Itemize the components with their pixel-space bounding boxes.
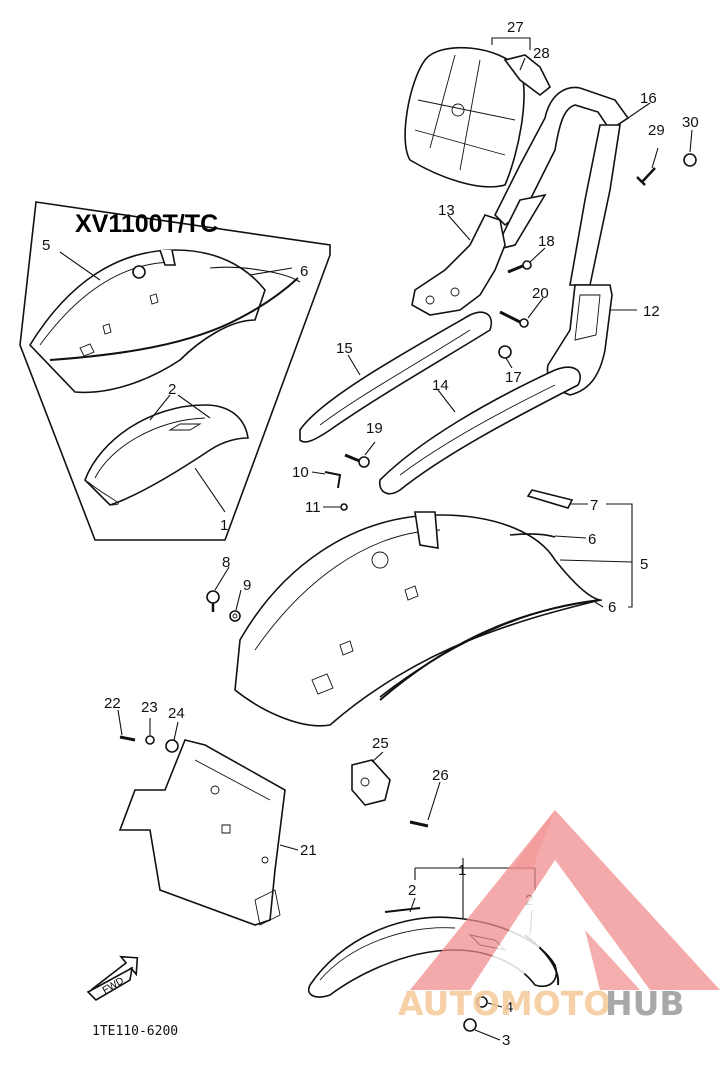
part-number-2-left: 2	[408, 882, 416, 899]
part-number-22: 22	[104, 695, 121, 712]
washer-9	[229, 610, 241, 622]
inner-flap-21	[118, 739, 286, 926]
part-number-30: 30	[682, 114, 699, 131]
rear-fender-5	[234, 511, 601, 727]
nut-17	[498, 345, 512, 359]
bolt-22	[119, 735, 136, 742]
part-number-23: 23	[141, 699, 158, 716]
clip-11	[340, 503, 348, 511]
emblem-7	[526, 489, 574, 509]
part-number-6-lower: 6	[608, 599, 616, 616]
trim-strip-6-lower	[379, 599, 603, 698]
part-number-4: 4	[505, 999, 513, 1016]
part-number-21: 21	[300, 842, 317, 859]
watermark-text-part1: AUTOMOTO	[398, 984, 611, 1023]
bolt-3	[463, 1018, 477, 1032]
part-number-28: 28	[533, 45, 550, 62]
bolt-29	[636, 167, 656, 186]
part-number-14: 14	[432, 377, 449, 394]
part-number-labels: 1 2 2 3 4 5 6 6 7 8 9 10 11 12 13 14 15 …	[104, 19, 699, 1049]
backrest-stay-15	[299, 311, 492, 443]
nut-30	[683, 153, 697, 167]
bolt-19	[344, 453, 370, 468]
catalog-code: 1TE110-6200	[92, 1024, 178, 1039]
part-number-13: 13	[438, 202, 455, 219]
part-number-5: 5	[640, 556, 648, 573]
bolt-26	[409, 820, 429, 828]
fwd-arrow-icon: FWD	[86, 955, 139, 1002]
inset-panel: XV1100T/TC 5 6 2 1	[19, 201, 331, 541]
part-number-17: 17	[505, 369, 522, 386]
backrest-stay-14	[378, 366, 581, 495]
part-number-7: 7	[590, 497, 598, 514]
watermark: AUTOMOTO HUB	[398, 810, 720, 1023]
washer-23	[145, 735, 155, 745]
part-number-25: 25	[372, 735, 389, 752]
bolt-8	[206, 590, 220, 612]
bolt-18	[507, 260, 532, 274]
edge-trim-2-left	[384, 907, 421, 913]
bolt-20	[499, 310, 529, 328]
part-number-6-upper: 6	[588, 531, 596, 548]
watermark-logo-icon	[410, 810, 720, 990]
part-number-29: 29	[648, 122, 665, 139]
inset-label-1: 1	[220, 517, 228, 534]
part-number-3: 3	[502, 1032, 510, 1049]
inset-label-6: 6	[300, 263, 308, 280]
part-number-16: 16	[640, 90, 657, 107]
trim-strip-6-upper	[509, 533, 556, 538]
mounting-bracket-13	[411, 214, 506, 316]
part-number-1: 1	[458, 862, 466, 879]
inset-label-5: 5	[42, 237, 50, 254]
part-number-10: 10	[292, 464, 309, 481]
inset-label-2: 2	[168, 381, 176, 398]
part-number-15: 15	[336, 340, 353, 357]
inset-mud-flap	[84, 404, 249, 506]
nut-24	[165, 739, 179, 753]
part-number-9: 9	[243, 577, 251, 594]
bracket-25	[351, 759, 391, 806]
part-number-11: 11	[305, 499, 321, 516]
inset-rear-fender	[28, 249, 301, 394]
washer-4	[476, 996, 488, 1008]
watermark-text-part2: HUB	[605, 984, 685, 1023]
part-number-12: 12	[643, 303, 660, 320]
part-number-8: 8	[222, 554, 230, 571]
part-number-20: 20	[532, 285, 549, 302]
part-number-27: 27	[507, 19, 524, 36]
pin-10	[324, 471, 342, 489]
part-number-19: 19	[366, 420, 383, 437]
part-number-24: 24	[168, 705, 185, 722]
inset-title: XV1100T/TC	[75, 210, 218, 238]
sissy-bar-frame	[493, 86, 630, 286]
backrest-pad	[404, 46, 552, 188]
part-number-18: 18	[538, 233, 555, 250]
part-number-26: 26	[432, 767, 449, 784]
